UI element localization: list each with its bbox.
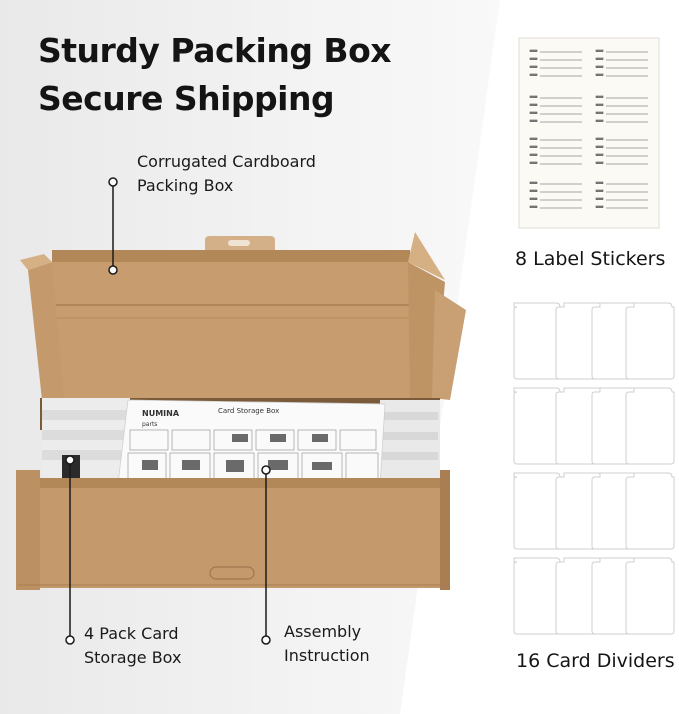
- sticker-field-label: [529, 65, 538, 68]
- box-left-flap: [28, 262, 64, 400]
- callout-assembly-line-2: Instruction: [284, 646, 370, 665]
- sticker-field-label: [529, 49, 538, 52]
- headline-line-1: Sturdy Packing Box: [38, 31, 392, 70]
- sticker-field-label: [529, 57, 538, 60]
- sticker-field-label: [529, 95, 538, 98]
- sticker-field-label: [595, 137, 604, 140]
- sticker-field-label: [595, 49, 604, 52]
- card-divider: [625, 302, 675, 380]
- sticker-field-label: [595, 103, 604, 106]
- sticker-field-label: [595, 145, 604, 148]
- sticker-field-label: [529, 161, 538, 164]
- sticker-field-label: [529, 137, 538, 140]
- instruction-sheet: Card Storage Box NUMINA parts: [117, 399, 386, 487]
- card-dividers: [513, 302, 675, 635]
- sticker-field-label: [595, 197, 604, 200]
- instruction-subtitle: parts: [142, 421, 157, 428]
- sticker-field-label: [595, 189, 604, 192]
- instruction-brand: NUMINA: [142, 409, 180, 418]
- box-front: [18, 478, 446, 588]
- card-divider: [513, 302, 563, 380]
- card-divider: [625, 387, 675, 465]
- sticker-field-label: [595, 205, 604, 208]
- callout-assembly-line-1: Assembly: [284, 622, 362, 641]
- storage-boxes-inside: [42, 398, 440, 481]
- callout-storage-line-2: Storage Box: [84, 648, 182, 667]
- callout-storage-line-1: 4 Pack Card: [84, 624, 179, 643]
- callout-cardboard: Corrugated Cardboard Packing Box: [137, 150, 316, 198]
- sticker-field-label: [595, 181, 604, 184]
- card-divider: [625, 472, 675, 550]
- card-divider: [625, 557, 675, 635]
- label-sticker-sheet: [518, 37, 660, 229]
- callout-cardboard-line-1: Corrugated Cardboard: [137, 152, 316, 171]
- callout-cardboard-line-2: Packing Box: [137, 176, 234, 195]
- box-hand-hole: [209, 566, 255, 580]
- instruction-title: Card Storage Box: [218, 407, 279, 415]
- label-stickers-caption: 8 Label Stickers: [515, 248, 666, 270]
- sticker-field-label: [595, 57, 604, 60]
- callout-storage-box: 4 Pack Card Storage Box: [84, 622, 181, 670]
- card-dividers-caption: 16 Card Dividers: [516, 650, 675, 672]
- card-divider: [513, 557, 563, 635]
- sticker-field-label: [595, 119, 604, 122]
- sticker-field-label: [529, 189, 538, 192]
- sticker-field-label: [529, 153, 538, 156]
- callout-lines: [65, 177, 271, 645]
- sticker-field-label: [595, 161, 604, 164]
- card-divider: [513, 472, 563, 550]
- sticker-field-label: [595, 65, 604, 68]
- sticker-field-label: [529, 111, 538, 114]
- sticker-field-label: [529, 119, 538, 122]
- sticker-field-label: [529, 145, 538, 148]
- cardboard-box: Card Storage Box NUMINA parts: [16, 232, 466, 590]
- sticker-field-label: [595, 95, 604, 98]
- sticker-field-label: [595, 73, 604, 76]
- box-lid: [52, 250, 410, 398]
- sticker-field-label: [595, 111, 604, 114]
- sticker-field-label: [529, 197, 538, 200]
- sticker-field-label: [529, 205, 538, 208]
- callout-assembly: Assembly Instruction: [284, 620, 370, 668]
- sticker-field-label: [595, 153, 604, 156]
- sticker-field-label: [529, 103, 538, 106]
- headline-line-2: Secure Shipping: [38, 79, 335, 118]
- sticker-field-label: [529, 73, 538, 76]
- card-divider: [513, 387, 563, 465]
- sticker-field-label: [529, 181, 538, 184]
